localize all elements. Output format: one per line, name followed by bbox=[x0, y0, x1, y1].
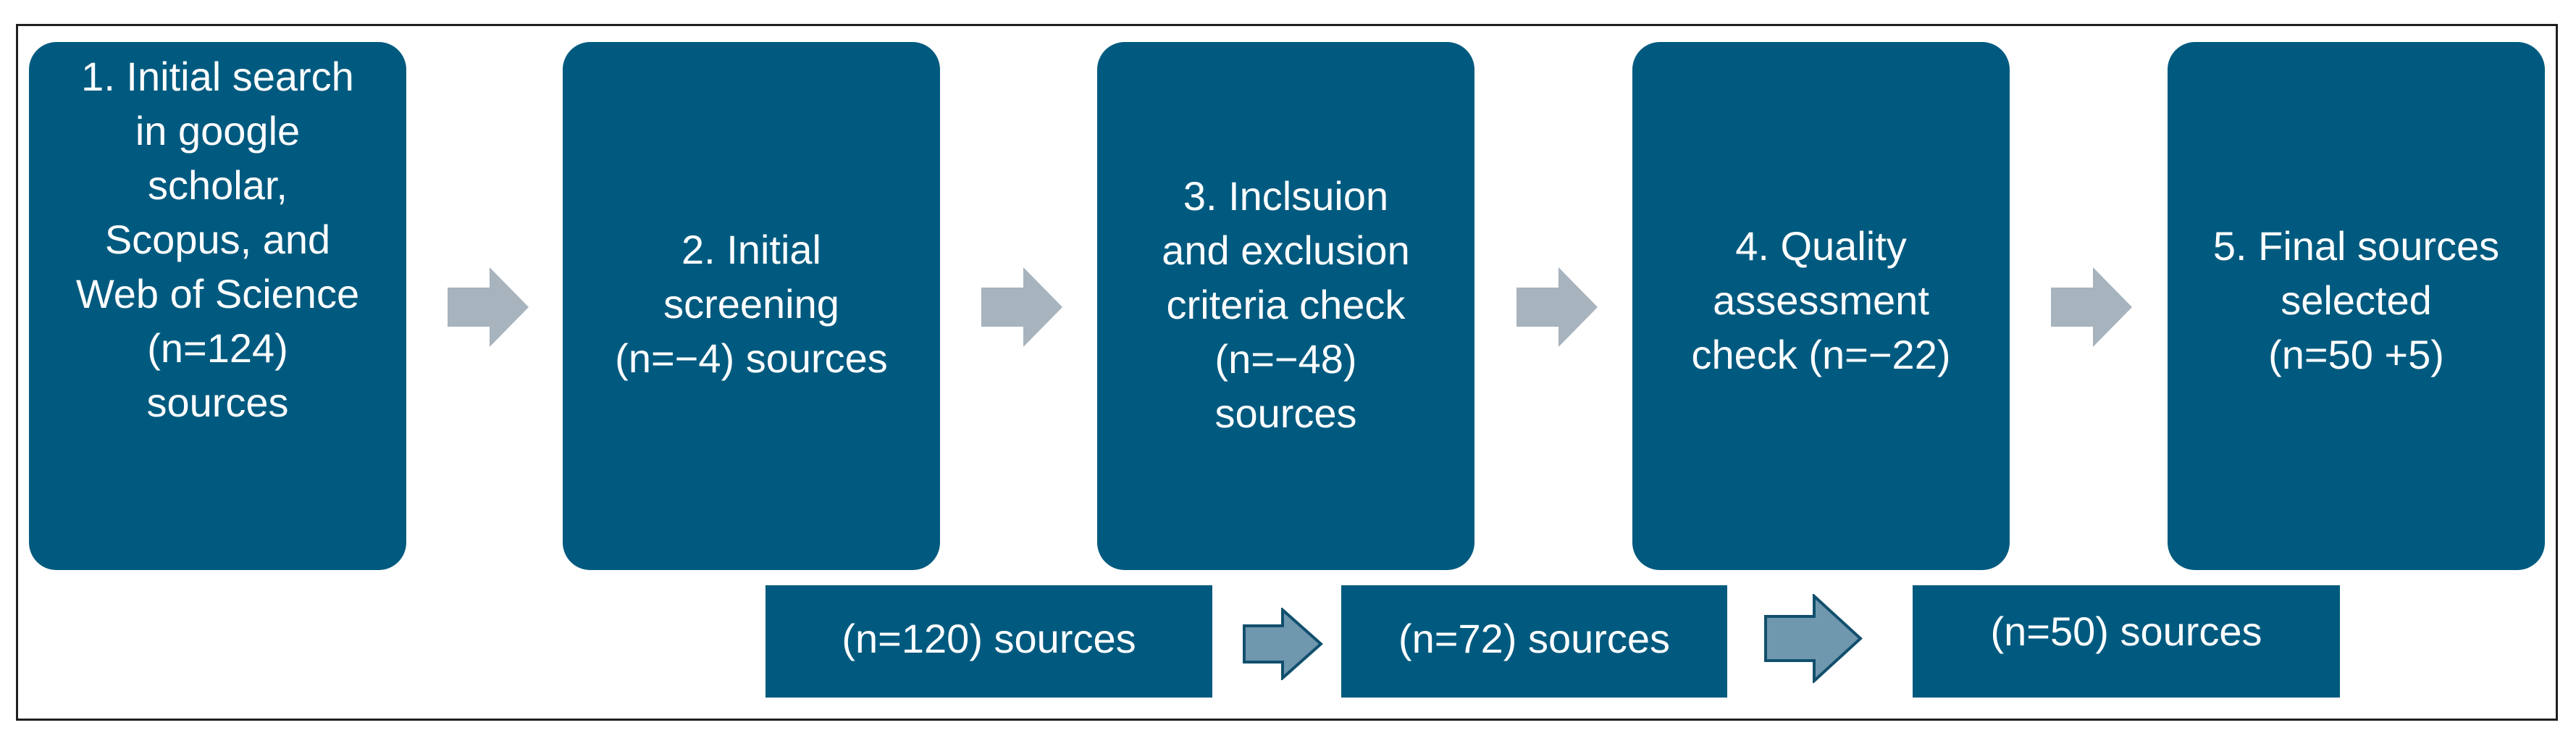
step-text-inclusion-exclusion: 3. Inclsuion and exclusion criteria chec… bbox=[1162, 172, 1410, 437]
transition-arrow-icon-2 bbox=[1763, 594, 1863, 683]
count-text-120-sources: (n=120) sources bbox=[842, 616, 1136, 661]
process-arrow-icon-4 bbox=[2051, 267, 2132, 347]
step-box-quality-assessment: 4. Quality assessment check (n=−22) bbox=[1632, 42, 2010, 570]
count-text-72-sources: (n=72) sources bbox=[1398, 616, 1671, 661]
step-box-inclusion-exclusion: 3. Inclsuion and exclusion criteria chec… bbox=[1097, 42, 1474, 570]
count-text-50-sources: (n=50) sources bbox=[1990, 608, 2262, 654]
step-box-initial-search: 1. Initial search in google scholar, Sco… bbox=[29, 42, 406, 570]
count-box-50-sources: (n=50) sources bbox=[1913, 585, 2340, 698]
transition-arrow-icon-1 bbox=[1242, 608, 1323, 680]
process-arrow-icon-2 bbox=[981, 267, 1062, 347]
count-box-120-sources: (n=120) sources bbox=[765, 585, 1212, 698]
count-box-72-sources: (n=72) sources bbox=[1341, 585, 1727, 698]
process-arrow-icon-3 bbox=[1516, 267, 1598, 347]
step-text-quality-assessment: 4. Quality assessment check (n=−22) bbox=[1691, 222, 1951, 378]
step-box-initial-screening: 2. Initial screening (n=−4) sources bbox=[563, 42, 940, 570]
step-text-initial-search: 1. Initial search in google scholar, Sco… bbox=[75, 53, 360, 426]
step-text-initial-screening: 2. Initial screening (n=−4) sources bbox=[615, 226, 888, 382]
step-text-final-sources: 5. Final sources selected (n=50 +5) bbox=[2212, 222, 2500, 378]
step-box-final-sources: 5. Final sources selected (n=50 +5) bbox=[2168, 42, 2545, 570]
process-arrow-icon-1 bbox=[448, 267, 529, 347]
